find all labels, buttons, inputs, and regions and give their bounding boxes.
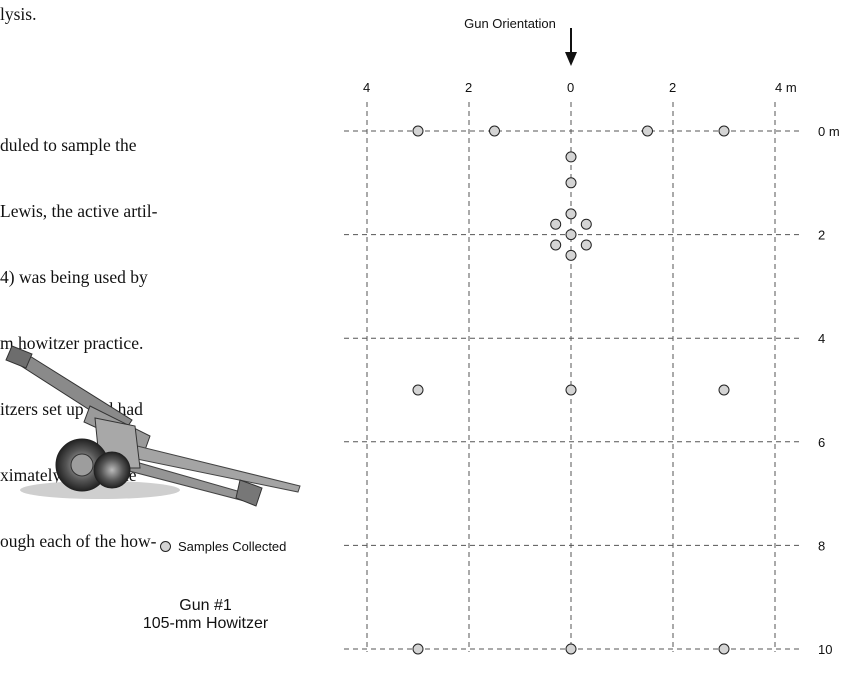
right-axis-labels: 0 m 2 4 6 8 10: [818, 124, 840, 657]
paragraph-line: 4) was being used by: [0, 267, 148, 287]
sample-point: [565, 384, 577, 396]
sample-point: [580, 218, 592, 230]
paragraph-line: Lewis, the active artil-: [0, 201, 158, 221]
sample-point: [718, 384, 730, 396]
sample-point: [718, 125, 730, 137]
gun-caption: Gun #1 105-mm Howitzer: [118, 597, 293, 633]
paragraph-line: ough each of the how-: [0, 531, 157, 551]
sample-point: [412, 384, 424, 396]
gun-orientation-label: Gun Orientation: [464, 16, 556, 31]
sample-point: [718, 643, 730, 655]
top-axis-tick-label: 4: [363, 80, 370, 95]
sample-point: [565, 229, 577, 241]
sample-point: [565, 249, 577, 261]
sample-point: [565, 151, 577, 163]
top-axis-tick-label: 4 m: [775, 80, 797, 95]
right-axis-tick-label: 6: [818, 435, 825, 450]
sample-point: [412, 125, 424, 137]
sample-point: [550, 218, 562, 230]
sample-point: [642, 125, 653, 137]
right-axis-tick-label: 2: [818, 228, 825, 243]
paragraph-line: m howitzer practice.: [0, 333, 144, 353]
top-axis-labels: 4 2 0 2 4 m: [363, 80, 797, 95]
sample-point: [489, 125, 500, 137]
gun-orientation-arrow: [565, 28, 577, 66]
top-axis-tick-label: 2: [465, 80, 472, 95]
sample-point: [565, 177, 577, 189]
sample-point: [565, 208, 577, 220]
sample-point: [565, 643, 577, 655]
gun-subtitle: 105-mm Howitzer: [142, 615, 269, 632]
sample-points: [412, 125, 730, 655]
top-axis-tick-label: 2: [669, 80, 676, 95]
sample-point: [550, 239, 562, 251]
legend: Samples Collected: [160, 539, 286, 554]
right-axis-tick-label: 10: [818, 642, 832, 657]
body-text-fragment: lysis.: [0, 4, 37, 24]
gun-title: Gun #1: [179, 597, 232, 614]
right-axis-tick-label: 4: [818, 331, 825, 346]
sample-point: [580, 239, 592, 251]
top-axis-tick-label: 0: [567, 80, 574, 95]
howitzer-illustration: [5, 345, 301, 507]
right-axis-tick-label: 8: [818, 538, 825, 553]
sample-point: [412, 643, 424, 655]
right-axis-tick-label: 0 m: [818, 124, 840, 139]
legend-label: Samples Collected: [178, 539, 287, 554]
sample-marker-icon: [160, 541, 171, 552]
paragraph-line: duled to sample the: [0, 135, 137, 155]
